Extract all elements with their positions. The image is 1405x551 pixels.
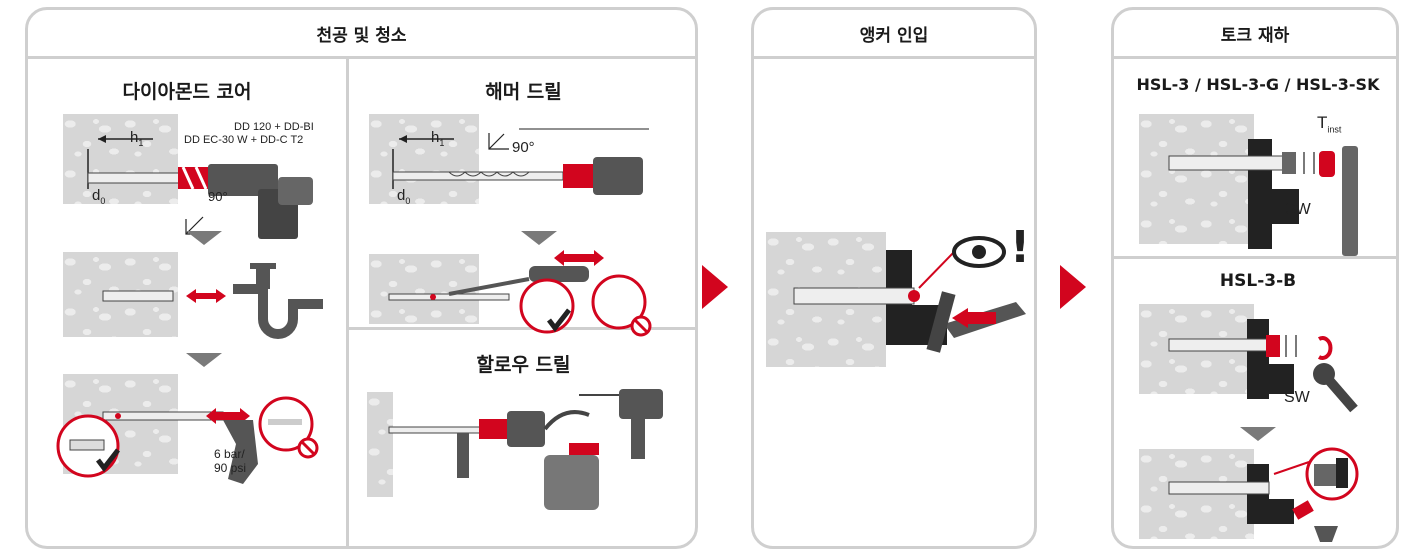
d0-label: d0 xyxy=(92,187,106,206)
drilling-cleaning-panel: 천공 및 청소 다이아몬드 코어 h1 d0 90° DD 120 + DD-B… xyxy=(25,7,698,549)
step-down-arrow xyxy=(186,353,222,367)
h1-label: h1 xyxy=(130,129,144,148)
variant-a-title: HSL-3 / HSL-3-G / HSL-3-SK xyxy=(1136,75,1380,94)
concrete-block xyxy=(369,254,479,324)
h1-label: h1 xyxy=(431,129,445,148)
concrete-block xyxy=(63,114,178,204)
tool-spec-line2: DD EC-30 W + DD-C T2 xyxy=(184,134,304,146)
concrete-block xyxy=(1139,114,1254,244)
torque-variant-b: HSL-3-B SW xyxy=(1114,259,1396,546)
concrete-block xyxy=(766,232,886,367)
concrete-block xyxy=(369,114,479,204)
concrete-block xyxy=(1139,449,1254,539)
pressure-line2: 90 psi xyxy=(214,461,247,475)
tool-spec-line1: DD 120 + DD-BI xyxy=(234,121,314,133)
next-step-arrow xyxy=(702,265,728,309)
flush-water-illustration xyxy=(102,263,323,339)
blow-out-illustration xyxy=(56,396,319,484)
cap-removal-illustration xyxy=(1168,447,1359,542)
blow-pump-illustration xyxy=(388,250,652,337)
hollow-drill-illustration xyxy=(388,389,663,510)
diamond-core-drill-illustration xyxy=(87,135,313,239)
angle-label: 90° xyxy=(208,189,228,204)
anchor-setting-panel: 앵커 인입 ! xyxy=(751,7,1037,549)
hammer-drill-section: 해머 드릴 h1 d0 90° xyxy=(349,59,695,337)
step-down-arrow xyxy=(186,231,222,245)
concrete-block xyxy=(367,392,393,497)
pressure-line1: 6 bar/ xyxy=(214,447,245,461)
diamond-core-title: 다이아몬드 코어 xyxy=(122,81,252,103)
angle-label: 90° xyxy=(512,139,535,156)
d0-label: d0 xyxy=(397,187,411,206)
attention-mark: ! xyxy=(1010,222,1031,273)
hammer-drill-title: 해머 드릴 xyxy=(485,81,562,103)
variant-b-title: HSL-3-B xyxy=(1219,271,1297,291)
next-step-arrow xyxy=(1060,265,1086,309)
panel-divider xyxy=(1114,256,1396,259)
torque-title: 토크 재하 xyxy=(1114,10,1396,59)
drilling-cleaning-title: 천공 및 청소 xyxy=(28,10,695,59)
panel-divider xyxy=(349,327,695,330)
wrench-illustration xyxy=(1168,319,1358,413)
hollow-drill-title: 할로우 드릴 xyxy=(476,354,571,376)
hammer-drill-illustration xyxy=(392,128,649,195)
torque-panel: 토크 재하 HSL-3 / HSL-3-G / HSL-3-SK Tinst S… xyxy=(1111,7,1399,549)
step-down-arrow xyxy=(521,231,557,245)
panel-divider xyxy=(346,56,349,546)
torque-variant-a: HSL-3 / HSL-3-G / HSL-3-SK Tinst SW xyxy=(1114,59,1396,256)
diamond-core-section: 다이아몬드 코어 h1 d0 90° DD 120 + DD-BI DD EC-… xyxy=(28,59,346,546)
sw-label: SW xyxy=(1284,389,1310,406)
torque-wrench-illustration xyxy=(1168,139,1358,256)
sw-label: SW xyxy=(1285,201,1311,218)
anchor-setting-title: 앵커 인입 xyxy=(754,10,1034,59)
anchor-setting-illustration xyxy=(793,236,1026,353)
tinst-label: Tinst xyxy=(1317,113,1342,135)
step-down-arrow xyxy=(1240,427,1276,441)
hollow-drill-section: 할로우 드릴 xyxy=(349,330,695,546)
